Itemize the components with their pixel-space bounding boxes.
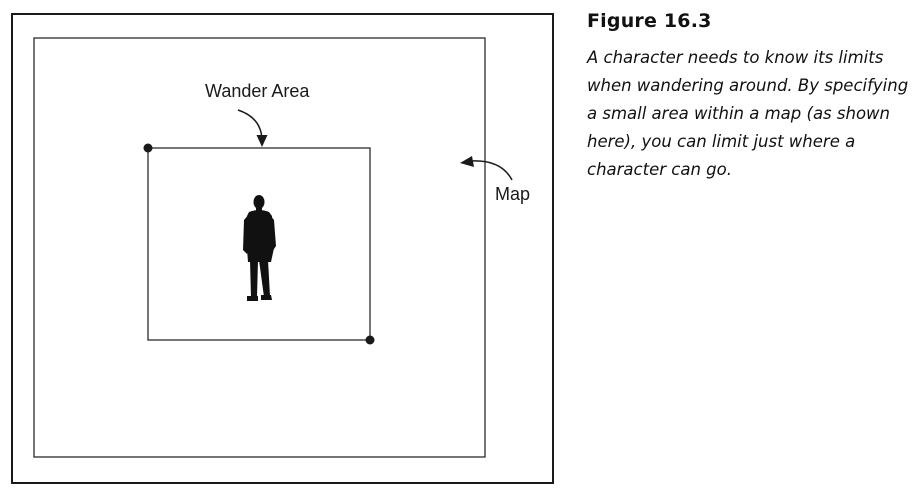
wander-area-top-left-point: [143, 143, 153, 153]
map-boundary: [33, 37, 486, 458]
outer-frame: [11, 13, 554, 484]
map-arrow: [460, 156, 513, 181]
figure-caption: A character needs to know its limits whe…: [587, 48, 909, 179]
wander-area-arrow: [237, 109, 268, 147]
wander-area-label: Wander Area: [205, 81, 310, 101]
map-label: Map: [495, 184, 530, 204]
wander-area-boundary: [147, 147, 371, 341]
wander-area-bottom-right-point: [365, 335, 375, 345]
figure-title: Figure 16.3: [587, 10, 712, 32]
figure-caption-block: Figure 16.3 A character needs to know it…: [587, 10, 917, 184]
wander-area-diagram: Wander Area Map: [11, 13, 554, 484]
character-silhouette-icon: [243, 195, 276, 301]
